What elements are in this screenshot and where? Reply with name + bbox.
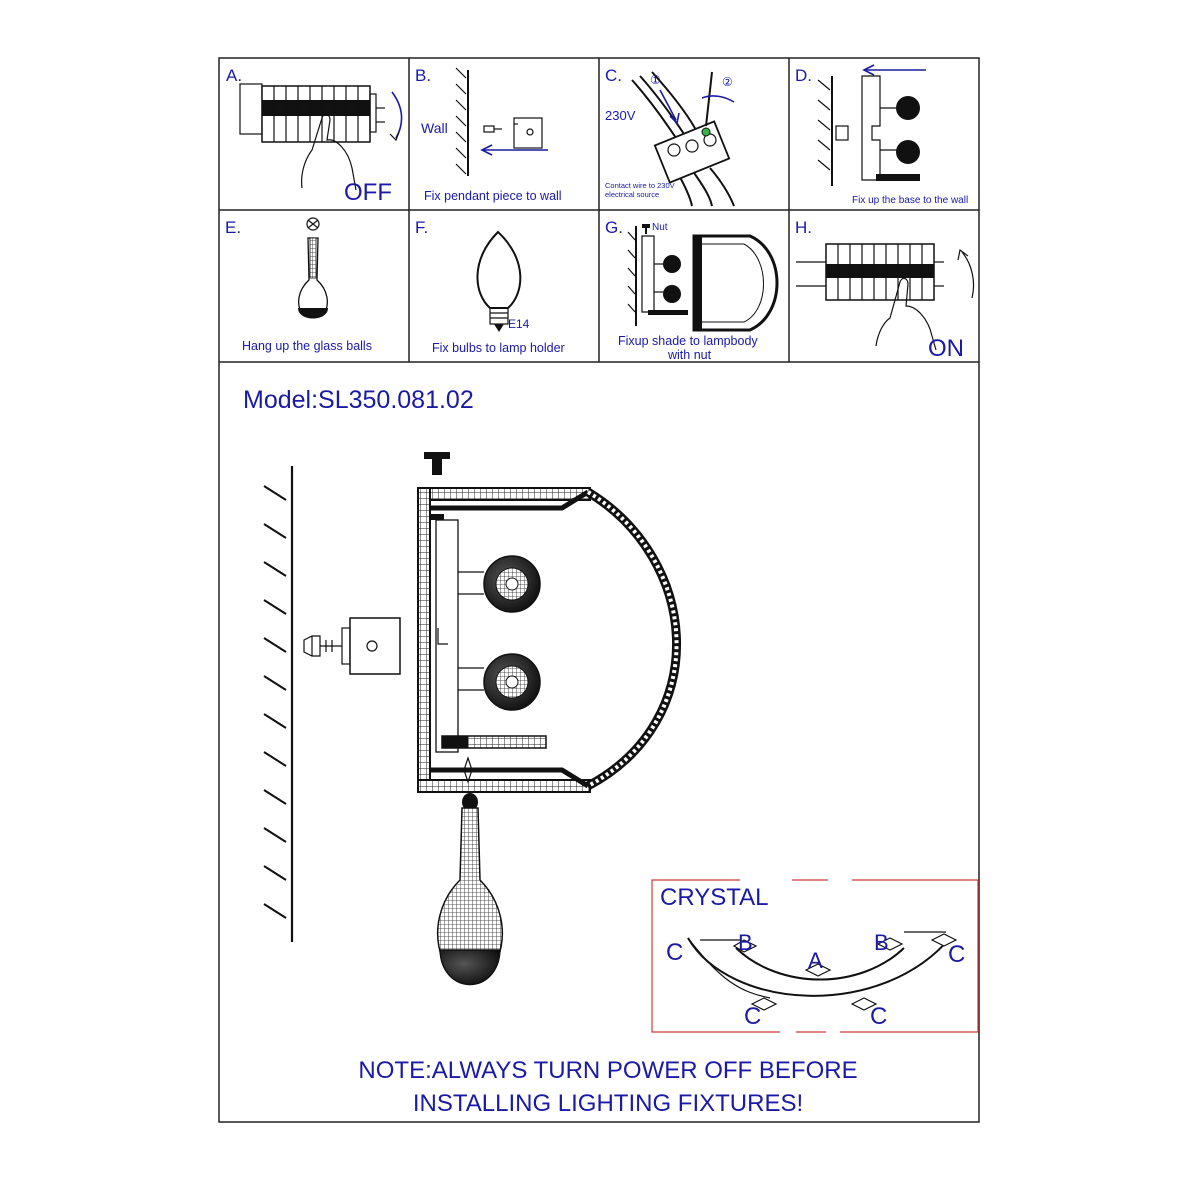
note-line-1: NOTE:ALWAYS TURN POWER OFF BEFORE [358, 1057, 857, 1084]
screw-icon [483, 125, 502, 133]
step-a-panel: A. OFF [226, 66, 403, 206]
mounting-bracket-icon [513, 117, 543, 149]
lamp-base-icon [861, 75, 920, 181]
step-c-caption-line1: Contact wire to 230V [605, 181, 675, 190]
glass-drop-pendant [436, 793, 504, 986]
breaker-panel-icon [796, 243, 944, 301]
step-g-panel: G. Nut Fixup shade to lampbody with nut [605, 218, 779, 362]
crystal-title: CRYSTAL [660, 884, 768, 911]
step-d-panel: D. Fix up the base to the wall [795, 64, 968, 206]
step-c-letter: C. [605, 66, 622, 85]
main-mounting-bracket [341, 617, 401, 675]
step-h-panel: H. ON [795, 218, 975, 362]
lamp-body [417, 487, 591, 793]
step-c-caption-line2: electrical source [605, 190, 659, 199]
wall-label: Wall [421, 120, 448, 136]
sheet-frame [218, 57, 980, 1123]
bulb-type-label: E14 [508, 317, 530, 331]
step-b-caption: Fix pendant piece to wall [424, 189, 562, 203]
screwdriver-icon [705, 71, 713, 127]
rotate-arrow-icon [961, 251, 975, 299]
step-d-caption: Fix up the base to the wall [852, 195, 968, 206]
crystal-label-b-right: B [874, 930, 889, 955]
wall-icon [817, 76, 833, 186]
step-e-caption: Hang up the glass balls [242, 339, 372, 353]
step-g-letter: G. [605, 218, 623, 237]
step-g-caption-line1: Fixup shade to lampbody [618, 334, 758, 348]
wall-anchor-screw [303, 635, 342, 657]
note-line-2: INSTALLING LIGHTING FIXTURES! [413, 1090, 803, 1117]
lamp-shade [585, 488, 682, 790]
step-b-panel: B. Wall Fix pendant piece to wall [415, 66, 562, 203]
wall-icon [455, 67, 469, 176]
off-label: OFF [344, 179, 392, 206]
glass-ball-icon [298, 217, 328, 319]
wall-icon [627, 226, 637, 326]
step-c-panel: C. 230V ① ② Contact wire to 230V electri… [605, 66, 735, 207]
step-f-letter: F. [415, 218, 428, 237]
rotate-arrow-icon [391, 91, 403, 139]
step-a-letter: A. [226, 66, 242, 85]
crystal-label-c-right: C [948, 941, 965, 968]
bracket-icon [835, 125, 849, 141]
lampbody-icon [641, 224, 779, 332]
on-label: ON [928, 335, 964, 362]
terminal-block-icon [653, 120, 731, 184]
crystal-label-c-bottom-right: C [870, 1003, 887, 1030]
step-c-mark-2: ② [722, 75, 733, 89]
hand-icon [301, 113, 357, 191]
hand-icon [875, 277, 937, 351]
step-f-panel: F. E14 Fix bulbs to lamp holder [415, 218, 565, 355]
main-wall [263, 466, 294, 942]
step-h-letter: H. [795, 218, 812, 237]
step-f-caption: Fix bulbs to lamp holder [432, 341, 565, 355]
twist-arrow-icon [701, 95, 735, 103]
step-d-letter: D. [795, 66, 812, 85]
crystal-label-a: A [808, 948, 823, 973]
crystal-inset: CRYSTAL C B A B C C C [651, 879, 979, 1033]
step-e-letter: E. [225, 218, 241, 237]
bulb-sockets [483, 555, 541, 711]
nut-icon [424, 452, 450, 475]
crystal-label-c-left: C [666, 939, 683, 966]
voltage-label: 230V [605, 108, 636, 123]
step-b-letter: B. [415, 66, 431, 85]
step-g-caption-line2: with nut [667, 348, 712, 362]
step-e-panel: E. Hang up the glass balls [225, 217, 372, 353]
model-label: Model:SL350.081.02 [243, 386, 474, 414]
bulb-icon [476, 230, 522, 332]
crystal-label-c-bottom-left: C [744, 1003, 761, 1030]
step-c-mark-1: ① [650, 73, 661, 87]
crystal-label-b-left: B [738, 930, 753, 955]
breaker-panel-icon [239, 83, 385, 143]
nut-label: Nut [652, 222, 668, 233]
